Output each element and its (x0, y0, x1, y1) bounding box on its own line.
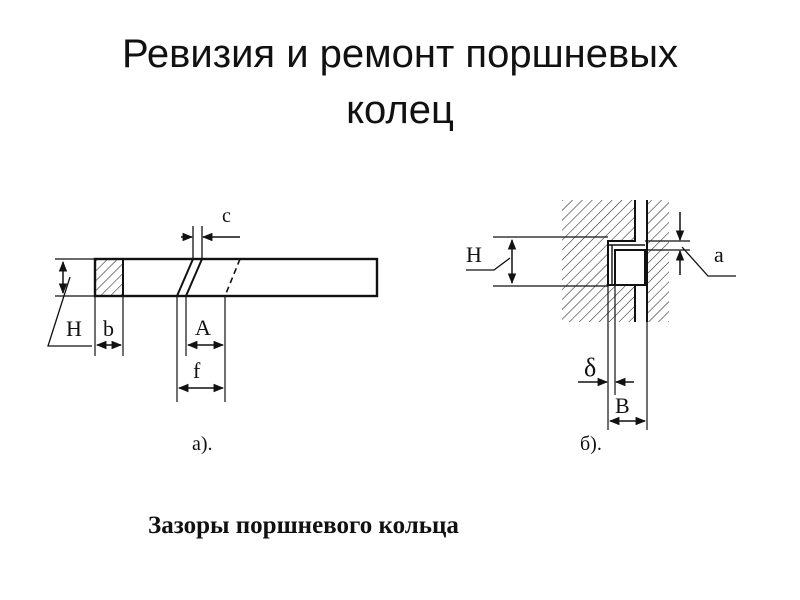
label-delta: δ (584, 353, 596, 382)
a-leader (681, 246, 736, 277)
label-H-b: H (466, 242, 482, 267)
label-b: b (103, 316, 114, 341)
caption-a: а). (192, 433, 213, 455)
cylinder-wall-hatched (647, 200, 669, 322)
label-B: B (615, 393, 630, 418)
ring-strip (93, 257, 379, 298)
lock-cut-dashed (224, 258, 241, 297)
Hb-leader (466, 257, 511, 271)
label-A: A (195, 315, 211, 340)
title-line-2: колец (346, 88, 454, 132)
label-a: a (714, 242, 724, 267)
figure-b: H a δ B б). (466, 200, 736, 455)
groove-outline (607, 200, 636, 322)
lock-cut-2 (185, 258, 203, 297)
figure-a: c H b A f а). (47, 205, 379, 455)
label-H-a: H (66, 316, 82, 341)
title-line-1: Ревизия и ремонт поршневых (121, 32, 678, 76)
figure-caption: Зазоры поршневого кольца (148, 512, 459, 539)
lock-cut-1 (176, 258, 194, 297)
ring-section (614, 249, 646, 286)
H-leader (47, 276, 92, 347)
slide-title: Ревизия и ремонт поршневых колец (0, 26, 800, 138)
piston-body-hatched (562, 200, 635, 322)
caption-b: б). (580, 433, 602, 455)
label-c: c (222, 205, 231, 227)
label-f: f (193, 358, 201, 383)
ring-section-hatched (94, 258, 124, 297)
